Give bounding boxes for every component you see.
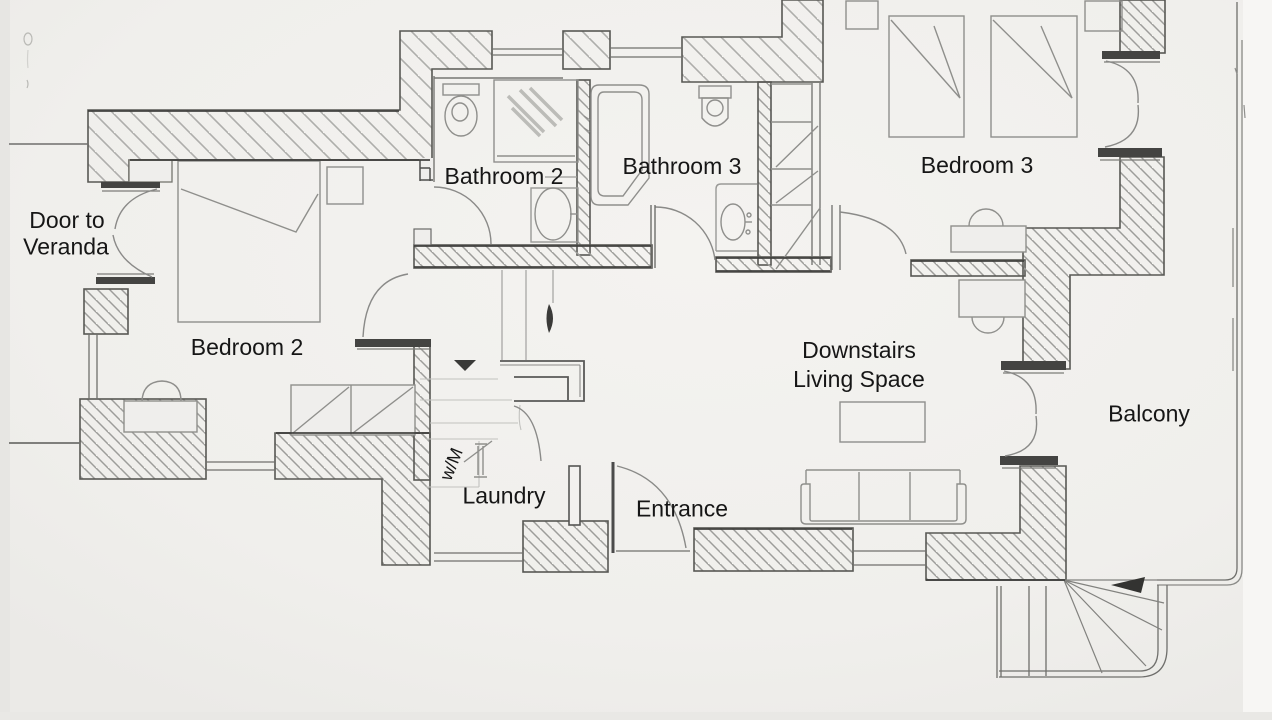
svg-text:Laundry: Laundry [462, 483, 546, 509]
svg-text:Door to: Door to [29, 207, 104, 233]
svg-text:Veranda: Veranda [23, 234, 109, 260]
svg-text:Downstairs: Downstairs [802, 337, 916, 363]
svg-text:Bedroom 2: Bedroom 2 [191, 334, 304, 360]
svg-text:Bathroom 2: Bathroom 2 [445, 163, 564, 189]
svg-text:Living Space: Living Space [793, 366, 925, 392]
svg-text:Bedroom 3: Bedroom 3 [921, 152, 1034, 178]
svg-text:Balcony: Balcony [1108, 401, 1190, 427]
svg-text:Bathroom 3: Bathroom 3 [623, 153, 742, 179]
svg-text:Entrance: Entrance [636, 496, 728, 522]
